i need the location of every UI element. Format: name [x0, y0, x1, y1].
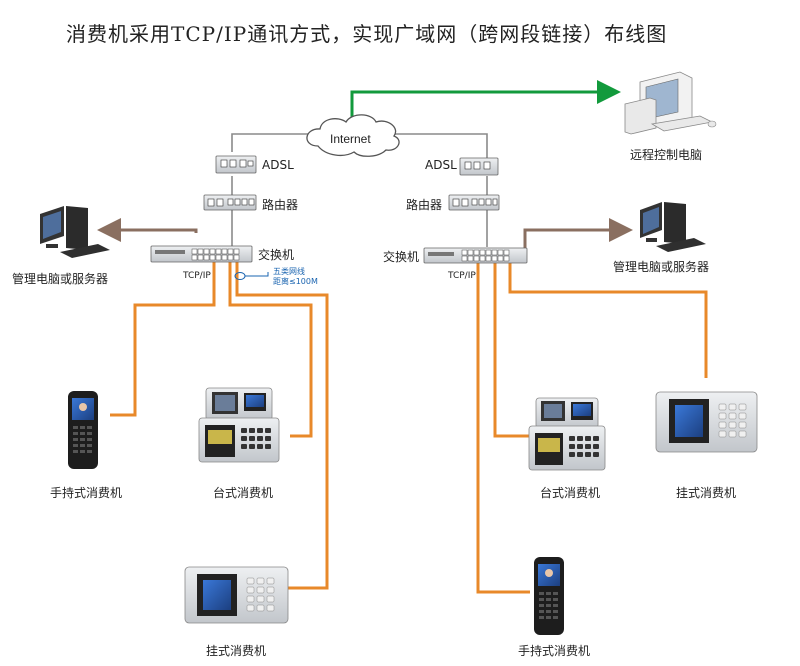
right-router-label: 路由器	[406, 198, 443, 212]
cable-note-line1: 五类网线	[273, 267, 305, 276]
left-desktop-label: 台式消费机	[213, 486, 274, 500]
cable-left-wall	[235, 262, 329, 590]
right-tcpip-label: TCP/IP	[448, 271, 476, 281]
left-mgmt-link	[97, 218, 198, 242]
left-switch-icon	[150, 245, 253, 263]
left-uplink-line	[231, 133, 315, 152]
diagram-title: 消费机采用TCP/IP通讯方式，实现广域网（跨网段链接）布线图	[66, 22, 668, 46]
left-mgmt-label: 管理电脑或服务器	[12, 272, 109, 286]
uplink-lines	[231, 133, 488, 247]
right-wall-label: 挂式消费机	[676, 486, 737, 500]
right-desktop-label: 台式消费机	[540, 486, 601, 500]
left-adsl-icon	[215, 155, 257, 174]
left-switch-label: 交换机	[258, 248, 295, 262]
cable-left-handheld	[110, 262, 216, 417]
right-handheld-device-icon	[534, 557, 564, 635]
right-orange-cables	[476, 262, 708, 594]
remote-computer-icon	[624, 71, 717, 135]
internet-to-remote-link	[350, 80, 621, 122]
internet-label: Internet	[330, 132, 371, 146]
left-handheld-device-icon	[68, 391, 98, 469]
right-adsl-icon	[459, 157, 499, 176]
right-handheld-label: 手持式消费机	[518, 644, 591, 658]
remote-computer-label: 远程控制电脑	[630, 148, 703, 162]
left-desktop-device-icon	[198, 387, 280, 463]
left-adsl-label: ADSL	[262, 158, 294, 172]
cable-note-marker-icon	[234, 272, 269, 280]
cable-right-desktop	[493, 262, 530, 438]
cable-right-wall	[508, 262, 708, 378]
left-router-label: 路由器	[262, 198, 299, 212]
right-switch-icon	[423, 247, 528, 264]
right-switch-label: 交换机	[383, 250, 420, 264]
right-uplink-line	[395, 133, 488, 160]
left-wall-label: 挂式消费机	[206, 644, 267, 658]
right-adsl-label: ADSL	[425, 158, 457, 172]
left-orange-cables	[110, 262, 329, 590]
left-mgmt-computer-icon	[40, 206, 110, 258]
right-wall-device-icon	[655, 391, 758, 453]
left-wall-device-icon	[184, 566, 289, 624]
right-desktop-device-icon	[528, 397, 606, 471]
cable-right-handheld	[476, 262, 530, 594]
internet-cloud-icon	[306, 114, 400, 157]
right-mgmt-label: 管理电脑或服务器	[613, 260, 710, 274]
left-router-icon	[203, 194, 257, 211]
cable-left-desktop	[228, 262, 313, 438]
right-mgmt-link	[523, 218, 633, 248]
right-router-icon	[448, 194, 500, 211]
left-tcpip-label: TCP/IP	[183, 271, 211, 281]
cable-note-line2: 距离≤100M	[273, 277, 318, 286]
right-mgmt-computer-icon	[640, 202, 706, 252]
left-handheld-label: 手持式消费机	[50, 486, 123, 500]
